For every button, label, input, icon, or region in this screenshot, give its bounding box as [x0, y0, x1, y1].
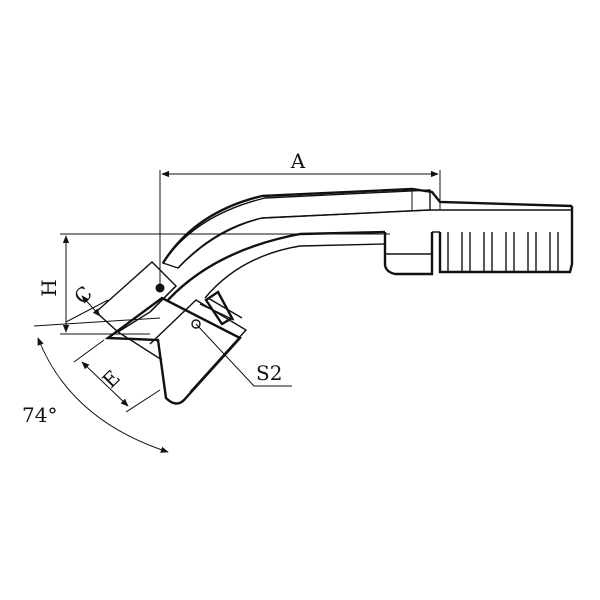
- dim-e-ext-a: [73, 339, 105, 363]
- thread-clip: [204, 290, 234, 326]
- seat-cone-line-2: [149, 285, 177, 313]
- seat-cone-line: [117, 331, 163, 361]
- nut-flat-1: [199, 303, 235, 321]
- bend-lower-inner: [204, 243, 386, 299]
- nut-centre-mark: [191, 319, 201, 329]
- dim-h-label: H: [37, 279, 61, 296]
- dim-e-ext-b: [125, 389, 161, 413]
- s2-callout: S2: [195, 323, 292, 387]
- dimension-a: A: [159, 149, 441, 288]
- dim-c-leader: [65, 299, 109, 323]
- dim-c-line: [81, 295, 101, 317]
- barb-tail-outline: [438, 206, 574, 274]
- angle-label: 74°: [22, 403, 57, 427]
- dimension-h: H: [37, 233, 390, 335]
- angle-dimension: 74°: [22, 317, 169, 453]
- outer-profile-top: [161, 187, 573, 264]
- s2-leader: [195, 323, 292, 387]
- nut-flat-2: [207, 297, 243, 319]
- bore-line: [177, 209, 572, 269]
- nut-face: [149, 299, 248, 393]
- dim-e-label: E: [97, 365, 124, 392]
- hex-collar: [383, 232, 434, 276]
- dim-c-label: C: [69, 281, 97, 309]
- s2-label: S2: [256, 361, 282, 385]
- dim-a-label: A: [290, 149, 306, 173]
- angle-arc: [37, 337, 169, 453]
- dimension-c: C: [65, 281, 109, 323]
- angle-ref-line: [33, 317, 161, 327]
- bend-wall-section: [161, 189, 431, 269]
- bend-lower-outline: [167, 230, 386, 301]
- fitting-body: [161, 187, 574, 301]
